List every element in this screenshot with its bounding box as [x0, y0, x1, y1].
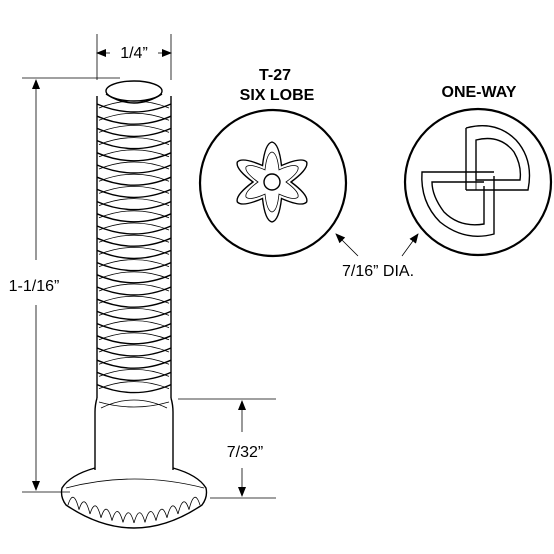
one-way-title: ONE-WAY: [442, 84, 517, 101]
threaded-shank: [96, 80, 172, 398]
width-dimension: 1/4”: [96, 34, 172, 80]
screw-side-view: [60, 80, 208, 529]
six-lobe-title-line2: SIX LOBE: [240, 87, 315, 104]
one-way-slot-icon: [421, 125, 531, 237]
length-dimension: 1-1/16”: [9, 77, 120, 493]
six-lobe-recess-icon: [236, 141, 308, 223]
length-label: 1-1/16”: [9, 278, 60, 295]
six-lobe-title-line1: T-27: [259, 67, 291, 84]
width-label: 1/4”: [120, 45, 148, 62]
shoulder: [94, 397, 174, 470]
shoulder-label: 7/32”: [227, 444, 263, 461]
one-way-head-view: ONE-WAY: [403, 84, 553, 257]
diameter-label: 7/16” DIA.: [342, 263, 414, 280]
screw-head: [60, 467, 208, 529]
six-lobe-head-view: T-27 SIX LOBE: [198, 67, 348, 258]
diameter-callout: 7/16” DIA.: [335, 233, 419, 280]
shoulder-dimension: 7/32”: [178, 398, 276, 499]
